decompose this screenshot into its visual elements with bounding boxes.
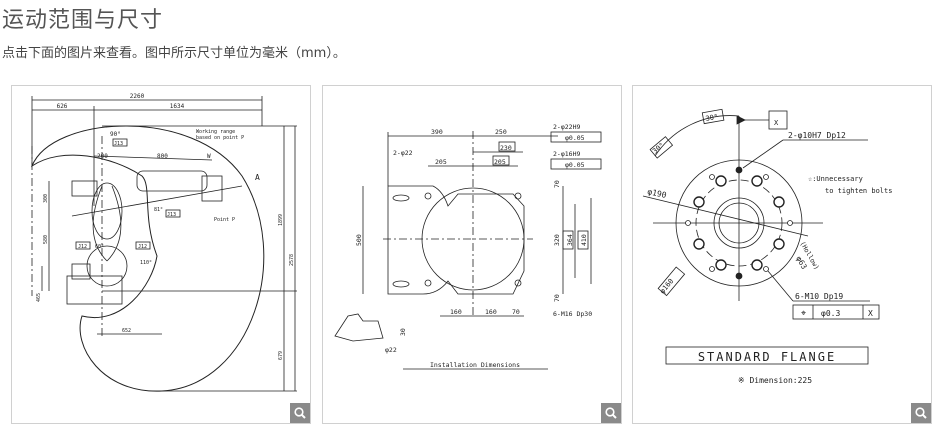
dim-w: W (207, 153, 211, 160)
dim-410: 410 (580, 234, 588, 246)
thread-m16: 6-M16 Dp30 (553, 310, 592, 318)
flange-drawing (642, 108, 880, 365)
dim-1899: 1899 (278, 214, 284, 226)
angle-60: 60° (95, 244, 104, 250)
page-title: 运动范围与尺寸 (2, 8, 164, 33)
dim-390: 390 (431, 128, 443, 136)
dim-364: 364 (566, 234, 574, 246)
hole-16h9: 2-φ16H9 (553, 150, 580, 158)
zoom-button[interactable] (290, 403, 310, 423)
position-symbol-icon: ⌖ (801, 309, 806, 319)
dim-30: 30 (399, 328, 407, 336)
angle-90: 90° (110, 131, 121, 138)
dim-1634: 1634 (170, 103, 185, 110)
angle-81: 81° (154, 207, 163, 213)
dim-2578: 2578 (289, 254, 295, 266)
flange-caption: STANDARD FLANGE (698, 350, 836, 364)
label-j13-b: J13 (167, 212, 176, 218)
installation-caption: Installation Dimensions (430, 361, 520, 369)
magnifier-icon (915, 407, 927, 419)
working-range-drawing (30, 96, 297, 392)
hole-22h9: 2-φ22H9 (553, 123, 580, 131)
figure-working-range[interactable]: 2260 626 1634 90° J13 200 800 W Working … (11, 85, 311, 424)
magnifier-icon (605, 407, 617, 419)
dim-70-top: 70 (553, 180, 561, 188)
label-j12: J12 (78, 244, 87, 250)
dim-phi22: φ22 (385, 346, 397, 354)
installation-drawing (334, 131, 602, 370)
tolerance-value: φ0.3 (821, 309, 840, 318)
dim-679: 679 (278, 351, 284, 360)
view-arrow-a: A (255, 173, 260, 182)
dim-250: 250 (495, 128, 507, 136)
dim-300: 300 (43, 194, 49, 203)
label-point-p: Point P (214, 217, 235, 223)
angle-110: 110° (140, 260, 152, 266)
dim-205-boxed: 205 (494, 158, 506, 166)
flange-labels: 30° 30° X 2-φ10H7 Dp12 ☆:Unnecessary to … (647, 113, 893, 385)
figure-installation-dimensions[interactable]: 390 250 2-φ22 205 230 205 2-φ22H9 φ0.05 … (322, 85, 622, 424)
pin-hole-h7: 2-φ10H7 Dp12 (788, 131, 846, 140)
dim-200: 200 (97, 153, 108, 160)
hole-2-phi22: 2-φ22 (393, 149, 413, 157)
magnifier-icon (294, 407, 306, 419)
tolerance-2: φ0.05 (565, 161, 585, 169)
dim-500: 500 (355, 234, 363, 246)
working-range-labels: 2260 626 1634 90° J13 200 800 W Working … (36, 93, 295, 360)
label-j13: J13 (114, 141, 123, 147)
dim-70-bottom: 70 (553, 294, 561, 302)
dim-580: 580 (43, 235, 49, 244)
label-j12-b: J12 (138, 244, 147, 250)
dim-230: 230 (500, 144, 512, 152)
zoom-button[interactable] (601, 403, 621, 423)
installation-labels: 390 250 2-φ22 205 230 205 2-φ22H9 φ0.05 … (355, 123, 592, 369)
note-unnecessary: ☆:Unnecessary (808, 175, 863, 183)
working-range-note: Working range (196, 129, 235, 135)
dimension-note: ※ Dimension:225 (738, 376, 812, 385)
angle-30-top: 30° (705, 113, 719, 123)
dim-160-left: 160 (450, 308, 462, 316)
thread-m10: 6-M10 Dp19 (795, 292, 843, 301)
dim-652: 652 (122, 328, 131, 334)
figure-standard-flange[interactable]: 30° 30° X 2-φ10H7 Dp12 ☆:Unnecessary to … (632, 85, 932, 424)
dim-626: 626 (57, 103, 68, 110)
dim-phi190: φ190 (647, 187, 668, 200)
dim-320: 320 (553, 234, 561, 246)
zoom-button[interactable] (911, 403, 931, 423)
working-range-note-2: based on point P (196, 135, 244, 141)
dim-70: 70 (512, 308, 520, 316)
dim-phi160: φ160 (658, 277, 675, 295)
note-tighten-bolts: to tighten bolts (825, 187, 892, 195)
datum-x: X (774, 119, 779, 127)
dim-465: 465 (36, 293, 42, 302)
dim-160-right: 160 (485, 308, 497, 316)
tolerance-1: φ0.05 (565, 134, 585, 142)
page-description: 点击下面的图片来查看。图中所示尺寸单位为毫米（mm）。 (2, 46, 346, 61)
dim-800: 800 (157, 153, 168, 160)
dim-2260: 2260 (130, 93, 145, 100)
tolerance-datum: X (868, 309, 873, 318)
angle-30-left: 30° (651, 141, 666, 155)
dim-205: 205 (435, 158, 447, 166)
